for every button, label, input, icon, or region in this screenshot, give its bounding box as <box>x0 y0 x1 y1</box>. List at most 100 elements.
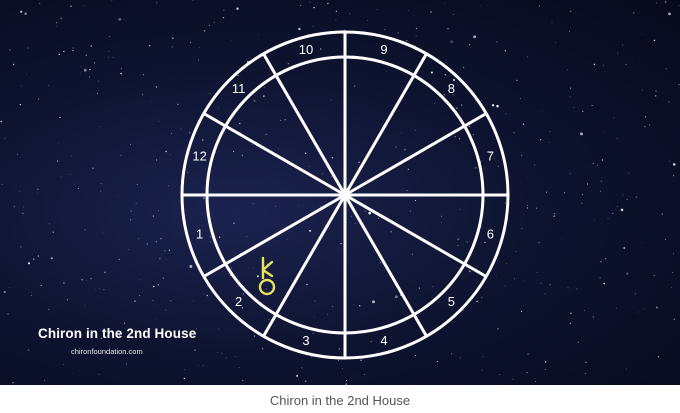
star <box>521 154 523 156</box>
star <box>504 202 506 204</box>
star <box>482 356 484 357</box>
star <box>640 34 642 35</box>
star <box>484 241 486 244</box>
star <box>358 161 360 163</box>
star <box>204 187 205 189</box>
star <box>653 275 655 277</box>
star <box>58 53 60 56</box>
star <box>594 220 595 221</box>
star <box>184 369 186 371</box>
star <box>382 59 384 60</box>
star <box>80 72 81 74</box>
star <box>394 295 398 299</box>
star <box>111 0 113 1</box>
star <box>586 188 588 190</box>
house-cusp-line <box>344 193 487 278</box>
house-cusp-line <box>203 193 346 278</box>
star <box>584 372 587 375</box>
star <box>234 356 236 358</box>
star <box>26 73 27 75</box>
star <box>210 236 212 238</box>
star <box>242 380 244 382</box>
star <box>242 293 244 295</box>
star <box>384 29 386 30</box>
star <box>657 356 660 358</box>
star <box>622 44 624 46</box>
star <box>265 288 267 290</box>
star <box>156 159 158 161</box>
star <box>355 222 357 224</box>
house-cusp-line <box>343 194 428 337</box>
star <box>349 13 351 14</box>
star <box>673 175 675 177</box>
star <box>253 267 255 269</box>
figure-caption: Chiron in the 2nd House <box>269 393 411 408</box>
star <box>306 283 308 286</box>
star <box>286 239 288 241</box>
star <box>85 54 87 56</box>
star <box>468 125 471 128</box>
star <box>462 309 464 312</box>
star <box>186 172 188 174</box>
star <box>59 46 61 48</box>
star <box>581 202 583 204</box>
star <box>0 120 2 123</box>
star <box>504 50 506 52</box>
star <box>597 165 598 166</box>
star <box>123 322 126 324</box>
watermark-title: Chiron in the 2nd House <box>38 326 197 341</box>
star <box>103 56 105 58</box>
star <box>103 289 105 291</box>
star <box>262 348 264 350</box>
star <box>309 1 311 3</box>
star <box>274 63 276 65</box>
star <box>522 123 525 125</box>
star <box>327 313 329 315</box>
star <box>512 378 514 380</box>
star <box>533 164 536 166</box>
star <box>19 104 21 106</box>
star <box>37 188 39 190</box>
star <box>642 241 643 243</box>
star <box>130 219 132 221</box>
star <box>180 128 182 130</box>
star <box>390 231 392 233</box>
star <box>12 63 15 66</box>
star <box>526 372 528 374</box>
star <box>311 356 313 358</box>
star <box>9 49 11 51</box>
star <box>120 68 122 70</box>
star <box>398 254 400 255</box>
star <box>203 197 205 199</box>
star <box>607 218 609 220</box>
star <box>134 300 136 302</box>
star <box>120 154 122 156</box>
star <box>155 241 158 243</box>
star <box>450 286 452 288</box>
star <box>120 72 122 75</box>
star <box>52 231 55 233</box>
star <box>581 193 583 195</box>
house-number-label: 8 <box>448 81 455 96</box>
star <box>160 238 162 240</box>
star <box>673 318 675 320</box>
star <box>457 244 459 246</box>
star <box>164 249 166 252</box>
star <box>573 107 575 108</box>
star <box>202 139 204 141</box>
star <box>165 150 167 153</box>
star <box>592 316 594 318</box>
star <box>425 93 427 95</box>
star <box>496 104 499 108</box>
star <box>172 37 174 39</box>
star <box>520 98 521 100</box>
star <box>664 239 666 241</box>
star <box>544 361 547 363</box>
star <box>73 183 75 185</box>
star <box>63 364 64 366</box>
star <box>99 350 102 352</box>
star <box>600 260 602 263</box>
star <box>268 319 270 321</box>
star <box>350 215 353 217</box>
star <box>668 101 670 103</box>
